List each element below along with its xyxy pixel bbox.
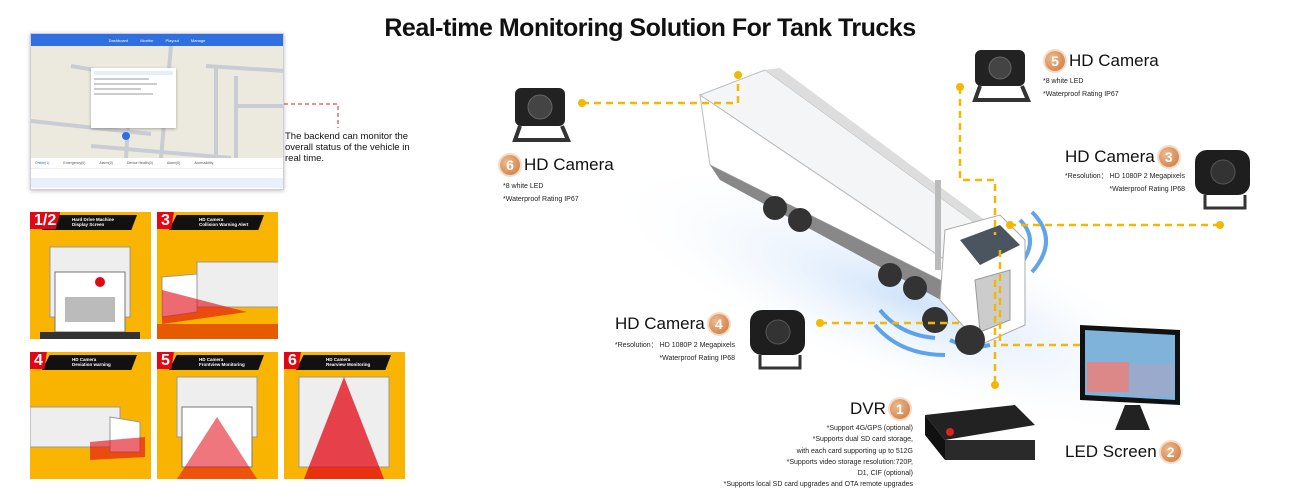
label: LED Screen (1065, 442, 1157, 461)
camera-4-features: *Resolution： HD 1080P 2 Megapixels*Water… (614, 342, 735, 362)
table-row (31, 179, 283, 188)
number-badge: 2 (1160, 442, 1181, 462)
tile-number: 5 (157, 352, 174, 369)
nav-item: Playout (165, 37, 179, 43)
camera-5-features: *8 white LED*Waterproof Rating IP67 (1043, 78, 1119, 98)
table-tabs: Online(1) Emergency(0) Alarm(0) Device H… (31, 158, 283, 169)
number-badge: 5 (1045, 51, 1065, 71)
tile-illustration (176, 376, 258, 479)
dvr-image (925, 405, 1035, 460)
camera-3-image (1195, 150, 1250, 210)
number-badge: 1 (889, 399, 910, 419)
tile-illustration (298, 376, 390, 479)
truck-illustration (698, 68, 1026, 355)
vehicle-table: Online(1) Emergency(0) Alarm(0) Device H… (31, 158, 283, 189)
connector-lines (582, 75, 1220, 385)
table-tab[interactable]: Device Health(0) (126, 161, 153, 165)
tile-illustration (40, 246, 140, 339)
number-badge: 4 (708, 314, 729, 334)
dashboard-nav: Dashboard Monitor Playout Manage (31, 34, 283, 46)
camera-6-features: *8 white LED*Waterproof Rating IP67 (503, 183, 579, 203)
label: HD Camera (615, 314, 705, 333)
label: HD Camera (1069, 51, 1159, 70)
dashboard-map (31, 45, 283, 160)
tile-illustration (30, 406, 145, 460)
tile-number: 4 (30, 352, 47, 369)
label: DVR (850, 399, 886, 418)
table-tab[interactable]: Accessibility (194, 161, 214, 165)
table-tab[interactable]: Online(1) (35, 161, 50, 165)
label: HD Camera (1065, 147, 1155, 166)
table-tab[interactable]: Emergency(0) (63, 161, 86, 165)
number-badge: 3 (1158, 147, 1179, 167)
nav-item: Manage (190, 37, 206, 43)
nav-item: Monitor (140, 37, 154, 43)
floor-glow (598, 158, 1222, 442)
led-screen-image (1080, 325, 1180, 430)
dvr-features: *Support 4G/GPS (optional)*Supports dual… (723, 425, 913, 489)
table-tab[interactable]: Alarm(0) (166, 161, 181, 165)
nav-item: Dashboard (108, 37, 129, 43)
camera-6-image (512, 88, 572, 142)
number-badge: 6 (500, 155, 520, 175)
vehicle-marker-icon (122, 132, 130, 140)
dashboard-note: The backend can monitor the overall stat… (285, 131, 410, 164)
label: HD Camera (524, 155, 614, 174)
camera-5-image (972, 50, 1032, 102)
table-header (31, 169, 283, 179)
tile-number: 3 (157, 212, 174, 229)
camera-3-features: *Resolution： HD 1080P 2 Megapixels*Water… (1064, 173, 1185, 193)
camera-4-image (750, 310, 805, 370)
note-connector (284, 103, 339, 128)
dashboard-screenshot: Dashboard Monitor Playout Manage Online(… (30, 33, 284, 190)
tile-number: 6 (284, 352, 301, 369)
page-title: Real-time Monitoring Solution For Tank T… (384, 14, 916, 42)
truck-diagram (512, 50, 1250, 460)
vehicle-popup (91, 68, 176, 128)
tile-number: 1/2 (30, 212, 61, 229)
table-tab[interactable]: Alarm(0) (99, 161, 113, 165)
tile-illustration (157, 261, 278, 339)
